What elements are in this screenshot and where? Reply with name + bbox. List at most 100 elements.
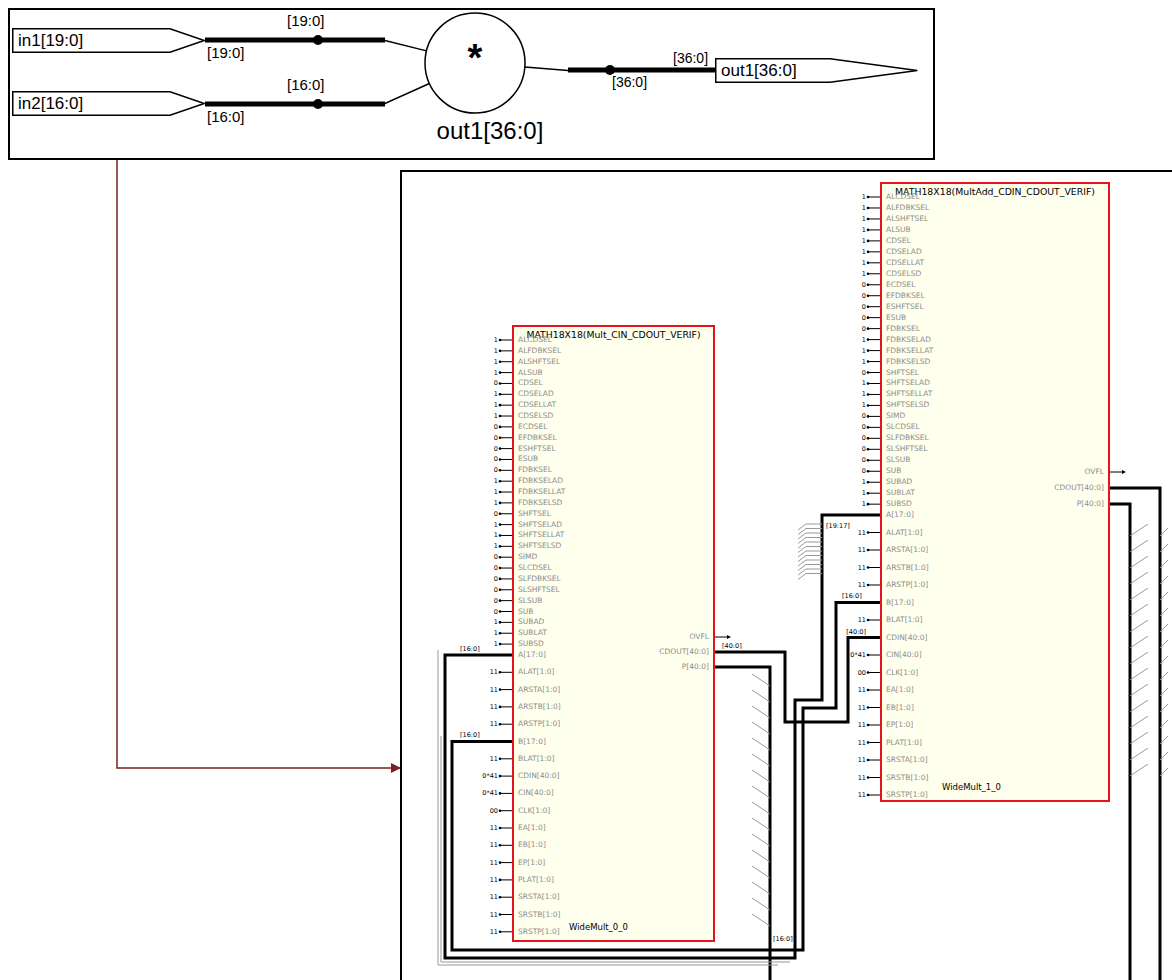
- bus-width: [19:17]: [826, 522, 850, 530]
- pin-dot: [867, 481, 870, 484]
- pin-dot: [499, 688, 502, 691]
- pin-name: P[40:0]: [682, 662, 709, 672]
- pin-stub: [868, 350, 880, 351]
- pin-dot: [867, 229, 870, 232]
- pin-value: 0: [862, 303, 866, 311]
- pin-stub: [868, 460, 880, 461]
- multiplier-circle: *out1[36:0]: [405, 12, 575, 158]
- pin-dot: [499, 339, 502, 342]
- pin-stub: [868, 306, 880, 307]
- bit-line: [1130, 604, 1148, 616]
- pin-value: 1: [862, 390, 866, 398]
- pin-stub: [715, 637, 727, 638]
- bit-line: [752, 914, 770, 926]
- bit-line: [1160, 672, 1168, 680]
- pin-dot: [499, 491, 502, 494]
- pin-dot: [499, 844, 502, 847]
- pin-dot: [867, 218, 870, 221]
- pin-dot: [867, 566, 870, 569]
- pin-name: CLK[1:0]: [518, 806, 550, 816]
- pin-stub: [868, 449, 880, 450]
- pin-name: SUB: [518, 607, 533, 617]
- pin-name: ARSTB[1:0]: [518, 702, 561, 712]
- pin-value: 1: [862, 193, 866, 201]
- pin-stub: [500, 361, 512, 362]
- pin-name: SUBSD: [886, 499, 912, 509]
- bit-line: [1130, 588, 1148, 600]
- pin-name: ESHFTSEL: [518, 444, 556, 454]
- pin-stub: [868, 620, 880, 621]
- pin-stub: [500, 810, 512, 811]
- pin-stub: [500, 394, 512, 395]
- pin-stub: [868, 493, 880, 494]
- pin-stub: [868, 482, 880, 483]
- pin-value: 1: [494, 347, 498, 355]
- pin-stub: [868, 207, 880, 208]
- bit-line: [752, 706, 770, 718]
- pin-stub: [500, 405, 512, 406]
- pin-value: 11: [858, 564, 866, 572]
- pin-value: 0: [862, 369, 866, 377]
- pin-value: 00: [490, 807, 498, 815]
- bit-line: [798, 560, 822, 566]
- bus-width: [36:0]: [612, 74, 647, 91]
- pin-name: FDBKSEL: [886, 324, 920, 334]
- schematic-frame: MATH18X18(Mult_CIN_CDOUT_VERIF)ALCDSELAL…: [400, 170, 1172, 980]
- pin-name: SLCDSEL: [518, 563, 552, 573]
- pin-stub: [500, 845, 512, 846]
- pin-name: ESUB: [886, 313, 906, 323]
- bit-line: [752, 802, 770, 814]
- pin-dot: [867, 262, 870, 265]
- pin-name: CIN[40:0]: [886, 650, 922, 660]
- pin-name: OVFL: [690, 632, 709, 642]
- signal-wire: [525, 67, 715, 70]
- bit-line: [798, 556, 822, 562]
- pin-name: CDSEL: [518, 378, 543, 388]
- pin-name: ARSTA[1:0]: [886, 545, 928, 555]
- pin-dot: [499, 512, 502, 515]
- pin-dot: [867, 294, 870, 297]
- pin-value: 11: [858, 616, 866, 624]
- pin-dot: [867, 437, 870, 440]
- bit-line: [1160, 704, 1168, 712]
- pin-dot: [499, 861, 502, 864]
- pin-stub: [500, 448, 512, 449]
- bus-width: [16:0]: [773, 935, 793, 943]
- pin-name: ALCDSEL: [518, 335, 552, 345]
- pin-stub: [868, 471, 880, 472]
- bus-width: [16:0]: [842, 592, 862, 600]
- pin-dot: [499, 404, 502, 407]
- pin-name: ALAT[1:0]: [518, 667, 555, 677]
- pin-name: SRSTA[1:0]: [518, 892, 560, 902]
- pin-dot: [867, 503, 870, 506]
- pin-value: 11: [858, 756, 866, 764]
- pin-name: CDSELLAT: [518, 400, 556, 410]
- pin-value: 11: [490, 893, 498, 901]
- pin-dot: [499, 567, 502, 570]
- pin-dot: [499, 913, 502, 916]
- bit-line: [1160, 528, 1168, 536]
- bit-line: [752, 722, 770, 734]
- operator-name: out1[36:0]: [405, 116, 575, 146]
- pin-dot: [867, 531, 870, 534]
- pin-stub: [868, 295, 880, 296]
- pin-dot: [499, 578, 502, 581]
- pin-name: CDSELLAT: [886, 258, 924, 268]
- pin-name: OVFL: [1085, 467, 1104, 477]
- schematic-frame: in1[19:0]in2[16:0]*out1[36:0]out1[36:0]: [8, 8, 935, 160]
- pin-value: 1: [494, 369, 498, 377]
- pin-dot: [499, 556, 502, 559]
- pin-name: SHFTSELAD: [886, 378, 930, 388]
- pin-value: 11: [490, 859, 498, 867]
- pin-stub: [500, 459, 512, 460]
- bit-line: [1160, 576, 1168, 584]
- pin-name: ALSHFTSEL: [518, 357, 560, 367]
- pin-name: A[17:0]: [886, 510, 914, 520]
- pin-name: SIMD: [886, 411, 905, 421]
- pin-value: 11: [490, 668, 498, 676]
- pin-value: 11: [858, 581, 866, 589]
- pin-stub: [500, 578, 512, 579]
- pin-value: 11: [858, 739, 866, 747]
- pin-value: 1: [862, 248, 866, 256]
- pin-stub: [500, 793, 512, 794]
